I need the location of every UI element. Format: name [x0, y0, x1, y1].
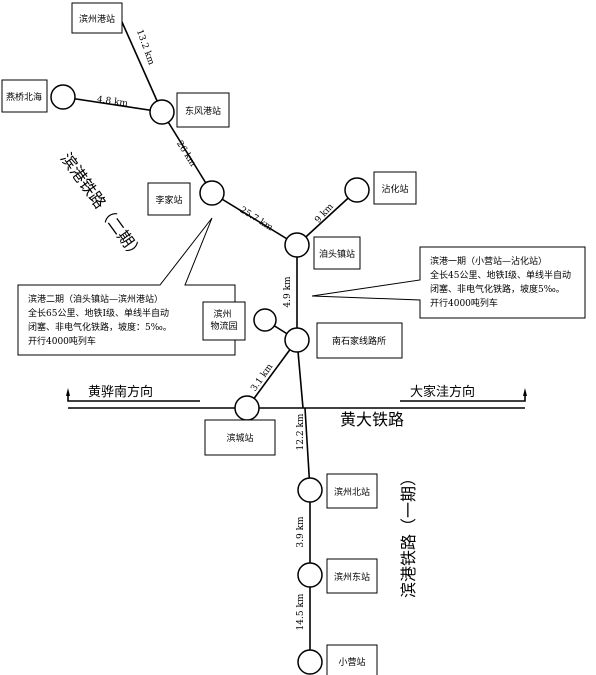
station-zhanhua-icon [344, 177, 370, 203]
box-xiaoying [326, 644, 378, 675]
label-binzhou-east: 滨州东站 [334, 571, 370, 583]
rail-lijia-yangtou [211, 192, 298, 246]
phase2-note-line1: 滨港二期（洎头镇站—滨州港站） [28, 293, 163, 305]
rail-nanshijia-bincheng [246, 339, 298, 409]
phase2-callout [17, 217, 236, 356]
dist-north-east: 3.9 km [296, 516, 306, 548]
box-zhanhua [373, 171, 417, 205]
box-yanqiao [1, 79, 48, 113]
direction-arrows [66, 388, 527, 402]
rail-port-dongfeng [121, 21, 163, 113]
dist-port-dongfeng: 13.2 km [134, 28, 156, 67]
arrow-east-head-icon [523, 388, 527, 396]
dist-east-xiaoying: 14.5 km [296, 593, 306, 630]
label-yangtou: 洎头镇站 [319, 248, 355, 260]
label-binzhou-port: 滨州港站 [79, 13, 115, 25]
box-dongfeng [176, 92, 230, 128]
station-xiaoying-icon [297, 649, 323, 675]
direction-west-label: 黄骅南方向 [88, 384, 153, 400]
phase2-note: 滨港二期（洎头镇站—滨州港站） 全长65公里、地铁I级、单线半自动 闭塞、非电气… [28, 293, 172, 347]
label-logistics-line2: 物流园 [210, 320, 237, 332]
rail-zhanhua-yangtou [296, 189, 358, 246]
label-lijia: 李家站 [155, 194, 182, 206]
phase2-note-line4: 开行4000吨列车 [28, 335, 96, 347]
rail-dongfeng-lijia [161, 111, 213, 194]
dist-huangda-north: 12.2 km [296, 413, 306, 450]
rail-yanqiao-dongfeng [62, 96, 163, 113]
box-lijia [147, 182, 191, 216]
box-bincheng [204, 419, 276, 456]
station-bincheng-icon [234, 395, 260, 421]
label-binzhou-north: 滨州北站 [334, 486, 370, 498]
phase1-note: 滨港一期（小营站—沾化站） 全长45公里、地铁I级、单线半自动 闭塞、非电气化铁… [430, 255, 571, 309]
huangda-line-title: 黄大铁路 [340, 410, 404, 429]
dist-nanshijia-bincheng: 3.1 km [249, 362, 275, 394]
station-yangtou-icon [284, 232, 310, 258]
station-logistics-icon [253, 308, 277, 332]
dist-yanqiao-dongfeng: 4.8 km [96, 95, 129, 109]
dist-lijia-yangtou: 25.7 km [238, 205, 275, 233]
box-binzhou-north [326, 473, 378, 509]
rail-huangda-north [304, 407, 311, 491]
phase1-note-line3: 闭塞、非电气化铁路，坡度5‰。 [430, 283, 565, 295]
dist-zhanhua-yangtou: 9 km [313, 202, 336, 226]
station-circles [50, 84, 370, 675]
phase1-line-title: 滨港铁路（一期） [399, 470, 418, 598]
dist-yangtou-nanshijia: 4.9 km [283, 276, 293, 308]
label-xiaoying: 小营站 [338, 656, 365, 668]
direction-east-label: 大家洼方向 [410, 384, 475, 400]
dist-dongfeng-lijia: 26 km [174, 139, 198, 169]
phase2-note-line3: 闭塞、非电气化铁路，坡度：5‰。 [28, 321, 172, 333]
box-logistics [202, 301, 246, 341]
station-labels: 滨州港站 燕桥北海 东风港站 李家站 沾化站 洎头镇站 滨州 物流园 南石家线路… [1, 2, 417, 675]
station-lijia-icon [199, 180, 225, 206]
station-yanqiao-icon [50, 84, 76, 110]
label-yanqiao: 燕桥北海 [6, 91, 42, 103]
box-yangtou [313, 236, 361, 270]
phase2-note-line2: 全长65公里、地铁I级、单线半自动 [28, 307, 169, 319]
label-bincheng: 滨城站 [226, 432, 253, 444]
phase1-note-line1: 滨港一期（小营站—沾化站） [430, 255, 547, 267]
box-nanshijia [316, 322, 403, 359]
station-north-icon [297, 477, 323, 503]
arrow-west-head-icon [66, 388, 70, 396]
phase1-note-line2: 全长45公里、地铁I级、单线半自动 [430, 269, 571, 281]
station-nanshijia-icon [284, 327, 310, 353]
station-east-icon [297, 562, 323, 588]
label-nanshijia: 南石家线路所 [332, 335, 386, 347]
label-logistics: 滨州 物流园 [210, 308, 237, 332]
label-dongfeng: 东风港站 [185, 105, 221, 117]
phase1-note-line4: 开行4000吨列车 [430, 297, 498, 309]
station-dongfeng-icon [149, 99, 175, 125]
label-logistics-line1: 滨州 [214, 308, 232, 320]
phase1-callout [311, 246, 586, 319]
box-binzhou-port [71, 2, 123, 34]
label-zhanhua: 沾化站 [381, 183, 408, 195]
phase2-line-title: 滨港铁路（二期） [57, 149, 148, 264]
box-binzhou-east [326, 558, 378, 594]
